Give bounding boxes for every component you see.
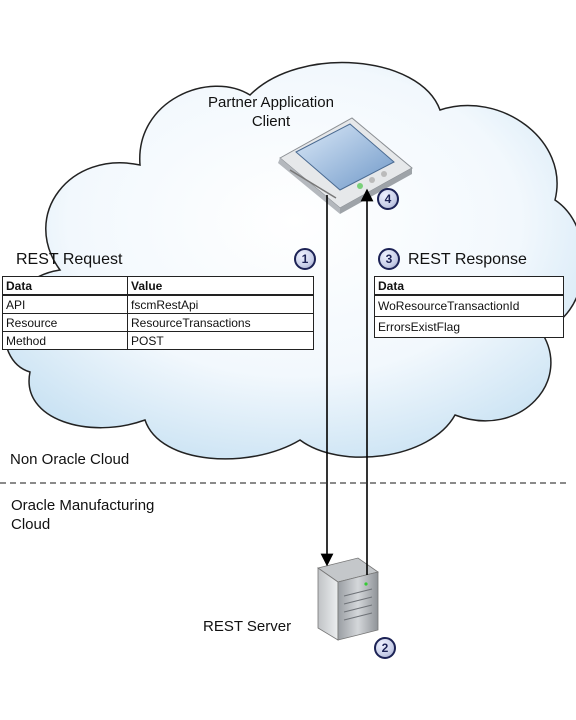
table-header-cell: Data	[374, 276, 564, 296]
table-row: Method POST	[2, 331, 314, 350]
server-icon	[317, 557, 379, 641]
table-header-cell: Value	[127, 276, 314, 296]
rest-server-label: REST Server	[203, 618, 292, 635]
table-header-row: Data	[374, 276, 564, 296]
table-cell: POST	[127, 331, 314, 350]
non-oracle-cloud-label: Non Oracle Cloud	[10, 451, 130, 468]
rest-response-label: REST Response	[408, 251, 527, 268]
rest-request-label: REST Request	[16, 251, 123, 268]
rest-response-table: Data WoResourceTransactionId ErrorsExist…	[374, 276, 564, 338]
table-row: WoResourceTransactionId	[374, 294, 564, 317]
table-row: API fscmRestApi	[2, 294, 314, 314]
table-cell: ErrorsExistFlag	[374, 316, 564, 338]
table-row: Resource ResourceTransactions	[2, 313, 314, 332]
step-4-badge: 4	[377, 188, 399, 210]
table-cell: Method	[2, 331, 128, 350]
oracle-manufacturing-cloud-label: Oracle Manufacturing Cloud	[11, 497, 155, 533]
cloud-shape	[3, 61, 576, 460]
table-cell: ResourceTransactions	[127, 313, 314, 332]
client-device-icon	[278, 117, 413, 214]
partner-client-label: Partner Application Client	[208, 94, 334, 130]
rest-request-table: Data Value API fscmRestApi Resource Reso…	[2, 276, 314, 350]
table-header-cell: Data	[2, 276, 128, 296]
step-2-badge: 2	[374, 637, 396, 659]
table-cell: Resource	[2, 313, 128, 332]
step-3-badge: 3	[378, 248, 400, 270]
table-row: ErrorsExistFlag	[374, 316, 564, 338]
step-1-badge: 1	[294, 248, 316, 270]
table-cell: WoResourceTransactionId	[374, 294, 564, 317]
table-cell: fscmRestApi	[127, 294, 314, 314]
table-header-row: Data Value	[2, 276, 314, 296]
table-cell: API	[2, 294, 128, 314]
